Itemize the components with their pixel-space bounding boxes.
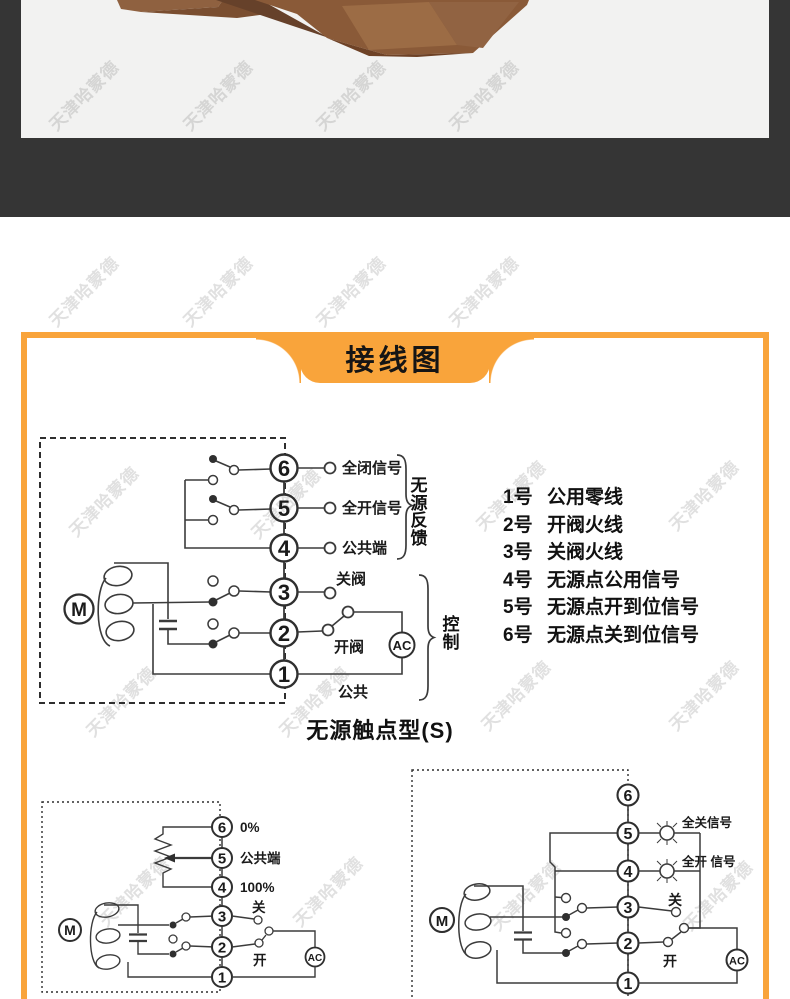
svg-text:3: 3: [624, 900, 633, 917]
left-bus-wiring: [549, 832, 617, 934]
brace-label-control: 控制: [442, 615, 460, 652]
svg-text:公共端: 公共端: [240, 850, 281, 866]
svg-text:关阀: 关阀: [336, 570, 366, 588]
capacitor-and-wiring: [474, 885, 617, 984]
svg-text:3: 3: [218, 909, 226, 926]
watermark: 天津哈蒙德: [445, 253, 523, 331]
svg-text:6: 6: [278, 456, 290, 481]
legend-row: 3号关阀火线: [503, 542, 624, 563]
legend-row: 2号开阀火线: [503, 514, 624, 536]
svg-text:3: 3: [278, 580, 290, 605]
ac-label: AC: [393, 638, 412, 653]
wiring-panel: 接线图 M: [21, 332, 769, 999]
svg-text:2: 2: [218, 940, 226, 957]
output-labels: 0% 公共端 100% 关 开 AC: [231, 820, 326, 978]
brace-label-feedback: 无源反馈: [410, 476, 428, 548]
actuator-boundary-box: [411, 769, 629, 999]
motor-symbol: M: [58, 902, 121, 970]
terminal-legend: 1号公用零线 2号开阀火线 3号关阀火线 4号无源点公用信号 5号无源点开到位信…: [503, 484, 699, 649]
svg-text:关: 关: [668, 892, 682, 908]
legend-row: 5号无源点开到位信号: [503, 597, 700, 618]
svg-text:2: 2: [278, 621, 290, 646]
svg-text:4: 4: [624, 864, 633, 881]
svg-text:M: M: [64, 922, 76, 938]
svg-text:6: 6: [624, 788, 633, 805]
actuator-boundary-box: [39, 437, 286, 704]
svg-text:5: 5: [278, 496, 290, 521]
svg-text:开: 开: [253, 953, 267, 968]
svg-text:1: 1: [624, 976, 633, 993]
svg-text:4: 4: [278, 536, 291, 561]
watermark: 天津哈蒙德: [312, 253, 390, 331]
terminal-strip: 6 5 4 3 2 1: [616, 783, 640, 995]
legend-row: 4号无源点公用信号: [503, 569, 681, 591]
svg-text:全关信号: 全关信号: [681, 815, 732, 830]
svg-text:开: 开: [663, 953, 677, 969]
ac-label: AC: [729, 956, 745, 968]
feedback-switches: [184, 455, 272, 549]
svg-text:2: 2: [624, 936, 633, 953]
potentiometer: [153, 826, 212, 888]
control-switches: [560, 892, 619, 957]
section-title: 接线图: [345, 344, 445, 377]
ac-label: AC: [308, 953, 322, 964]
legend-row: 1号公用零线: [503, 487, 624, 508]
output-terminals: 全闭信号 全开信号 公共端 关阀 开阀 AC 公共: [297, 459, 416, 701]
capacitor-and-wiring: [104, 904, 212, 978]
svg-text:全开 信号: 全开 信号: [681, 854, 735, 869]
watermark: 天津哈蒙德: [179, 253, 257, 331]
svg-text:1: 1: [278, 662, 290, 687]
legend-row: 6号无源点关到位信号: [503, 624, 700, 646]
lamp-wiring-diagram: M: [411, 769, 749, 999]
svg-text:全闭信号: 全闭信号: [341, 459, 402, 477]
svg-text:公共端: 公共端: [342, 539, 387, 557]
svg-text:1: 1: [218, 970, 226, 987]
watermark: 天津哈蒙德: [45, 253, 123, 331]
svg-text:6: 6: [218, 820, 226, 837]
section-title-badge: 接线图: [256, 332, 534, 383]
svg-text:5: 5: [218, 851, 226, 868]
svg-text:M: M: [71, 600, 87, 621]
motor-symbol: M: [63, 565, 135, 647]
svg-text:关: 关: [252, 899, 266, 915]
svg-text:全开信号: 全开信号: [341, 499, 402, 517]
svg-text:0%: 0%: [240, 820, 260, 835]
terminal-strip: 6 5 4 3 2 1: [211, 816, 233, 988]
lamp-outputs: 全关信号 全开 信号: [638, 815, 735, 929]
product-photo: [21, 0, 769, 138]
product-image: [117, 0, 529, 57]
actuator-boundary-box: [41, 801, 221, 993]
braces: [396, 454, 437, 701]
main-wiring-diagram: M: [39, 437, 437, 704]
top-dark-band: [0, 0, 790, 217]
terminal-strip: 6 5 4 3 2 1: [269, 453, 299, 689]
svg-text:100%: 100%: [240, 880, 275, 895]
svg-text:开阀: 开阀: [334, 638, 364, 656]
svg-text:公共: 公共: [338, 684, 368, 701]
potentiometer-wiring-diagram: M: [41, 801, 326, 993]
svg-text:5: 5: [624, 826, 633, 843]
svg-text:4: 4: [218, 880, 227, 897]
ac-switch: 关 开 AC: [638, 892, 749, 984]
main-diagram-caption: 无源触点型(S): [306, 718, 454, 743]
motor-symbol: M: [428, 883, 492, 959]
capacitor-and-wiring: [114, 562, 271, 675]
svg-text:M: M: [436, 913, 449, 930]
control-switches: [168, 912, 216, 958]
control-switches: [207, 575, 272, 649]
